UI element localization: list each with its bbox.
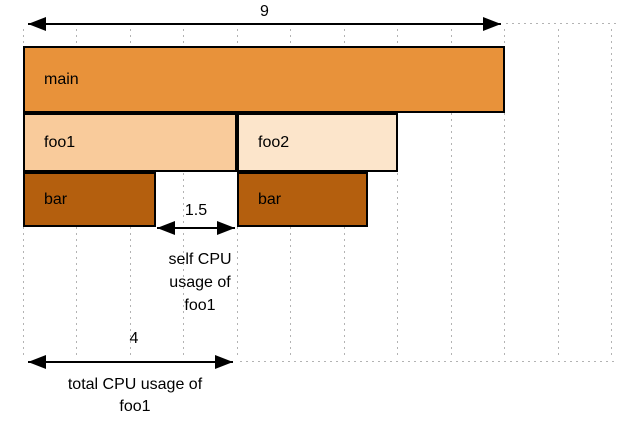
flame-bar-foo2: foo2 bbox=[237, 113, 398, 172]
grid-line bbox=[504, 29, 505, 356]
grid-line bbox=[558, 29, 559, 356]
total-width-arrow bbox=[28, 23, 501, 25]
total-usage-arrow bbox=[28, 361, 233, 363]
flame-bar-main-label: main bbox=[44, 70, 79, 88]
flame-bar-foo2-label: foo2 bbox=[258, 133, 290, 151]
total-usage-caption: total CPU usage of foo1 bbox=[67, 376, 203, 415]
total-usage-value: 4 bbox=[129, 330, 139, 347]
flame-bar-bar-under-foo1: bar bbox=[23, 172, 156, 227]
self-usage-value: 1.5 bbox=[184, 202, 208, 219]
self-usage-caption: self CPU usage of foo1 bbox=[168, 251, 232, 314]
grid-line bbox=[397, 29, 398, 356]
flame-bar-bar1-label: bar bbox=[44, 190, 68, 208]
bottom-guide-dashes bbox=[240, 361, 616, 362]
grid-line bbox=[451, 29, 452, 356]
flame-bar-foo1: foo1 bbox=[23, 113, 237, 172]
grid-line bbox=[183, 29, 184, 356]
self-usage-arrow bbox=[157, 227, 235, 229]
flame-bar-bar-under-foo2: bar bbox=[237, 172, 368, 227]
flame-bar-main: main bbox=[23, 46, 505, 113]
total-width-value: 9 bbox=[260, 3, 269, 20]
grid-line bbox=[611, 29, 612, 356]
flame-bar-foo1-label: foo1 bbox=[44, 133, 76, 151]
top-guide-dashes bbox=[506, 23, 616, 24]
flame-bar-bar2-label: bar bbox=[258, 190, 282, 208]
